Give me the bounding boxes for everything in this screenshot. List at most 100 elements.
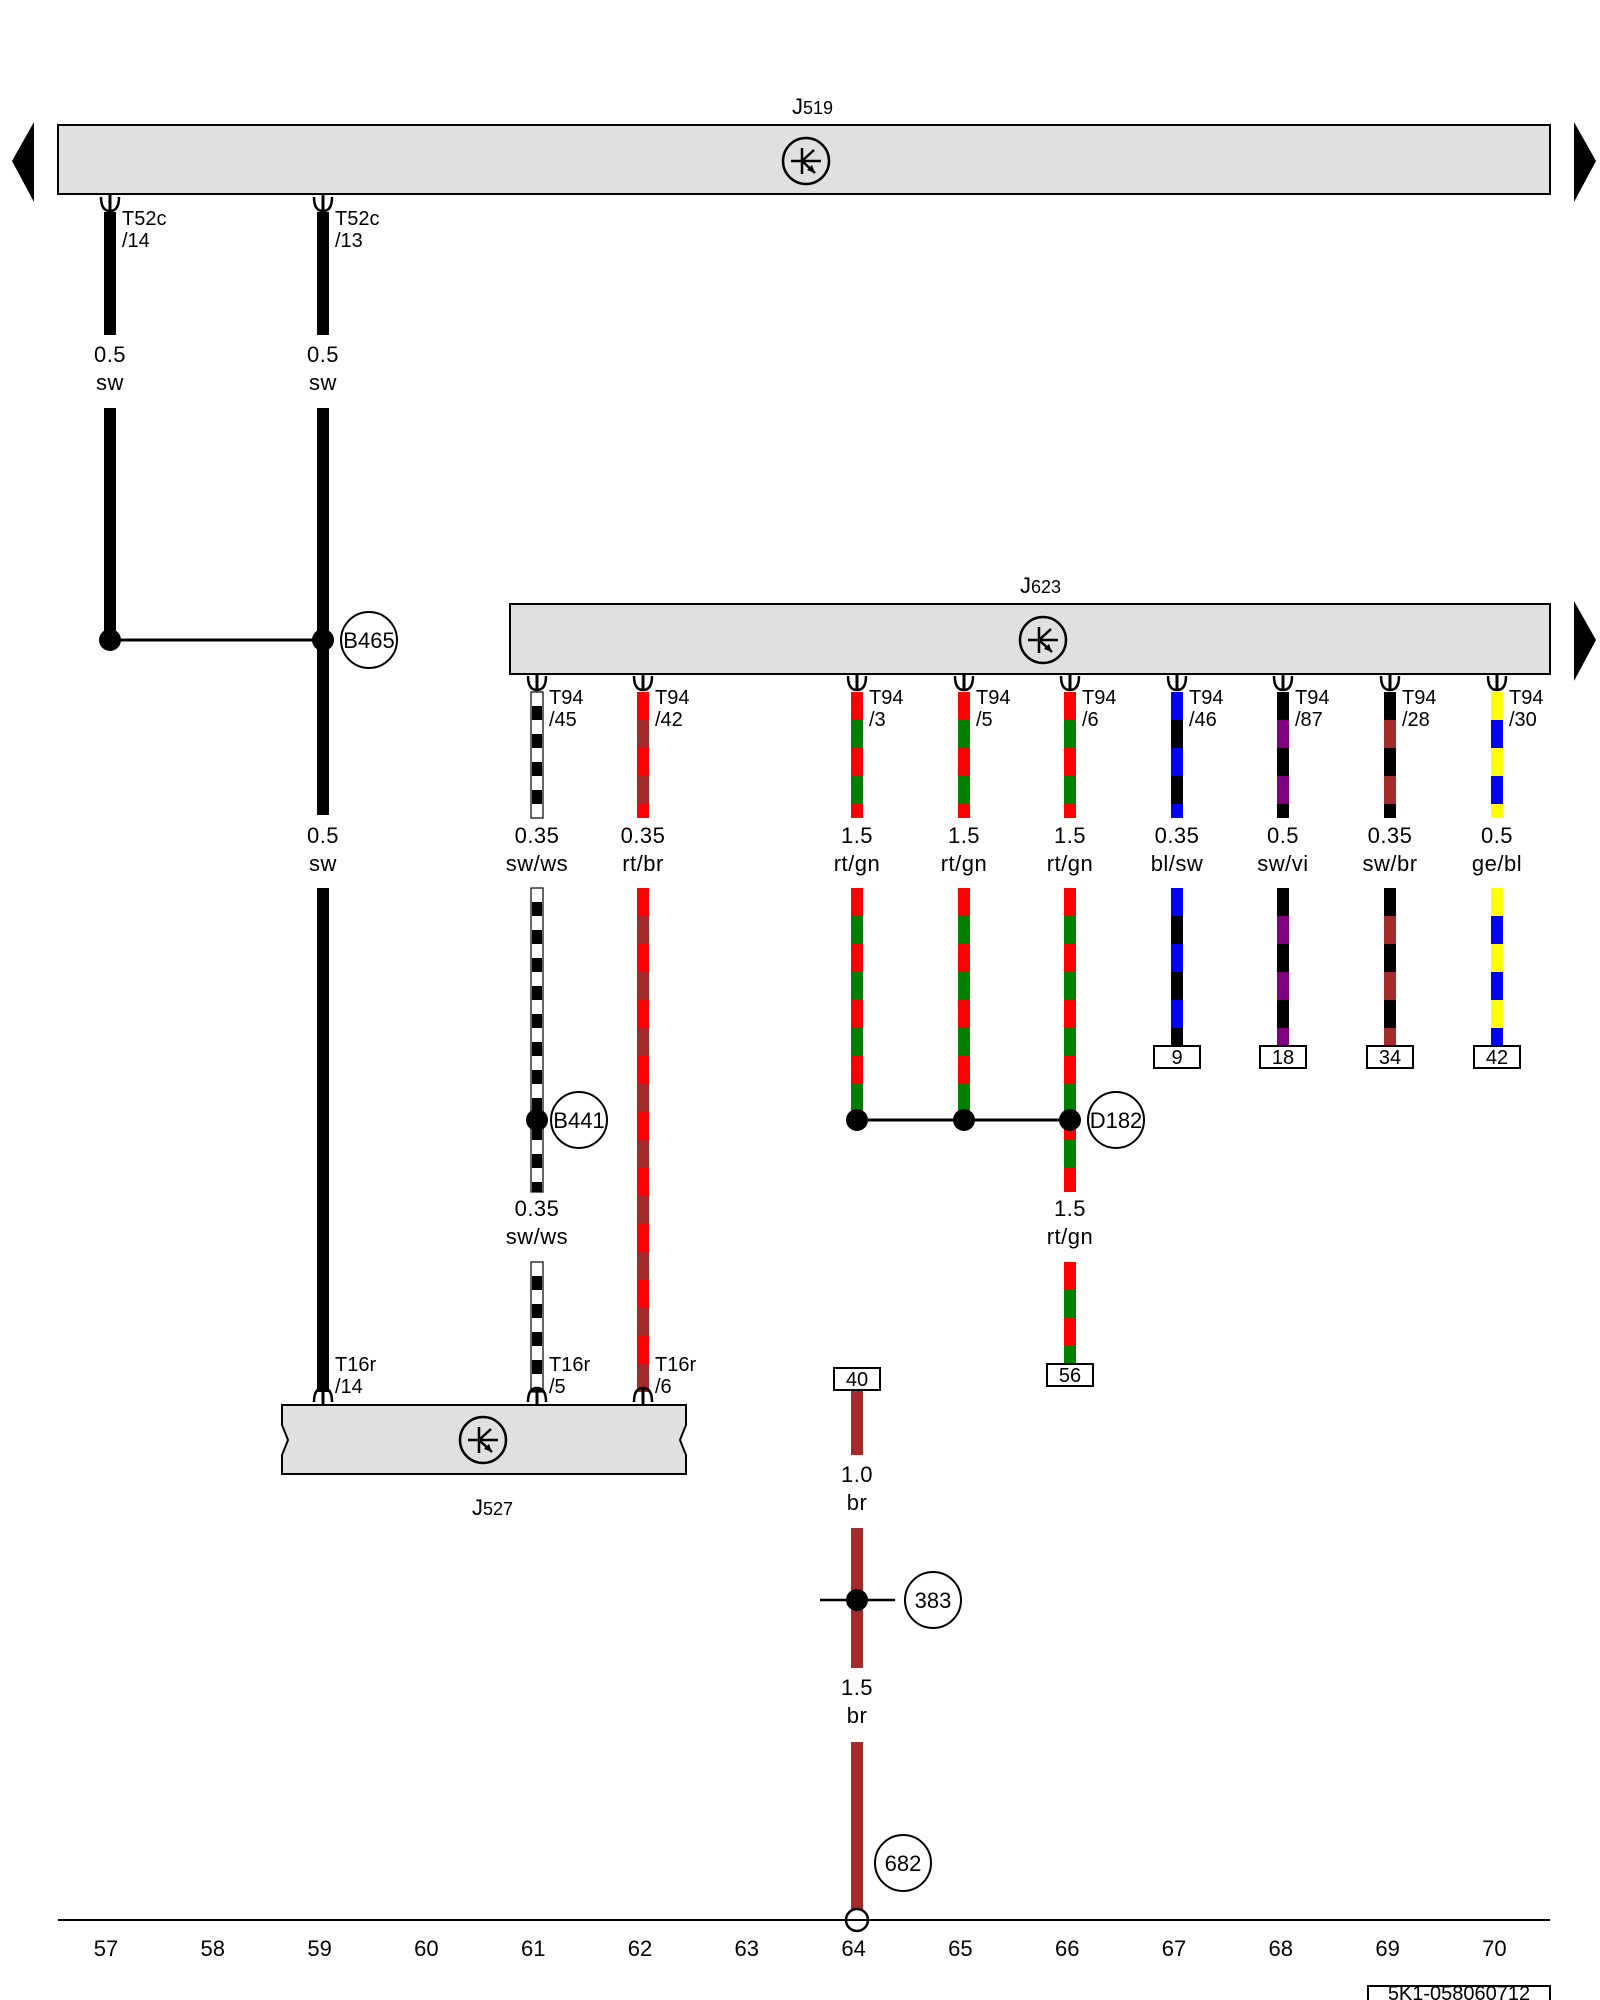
wire-segment xyxy=(317,888,329,1392)
column-number: 67 xyxy=(1162,1936,1186,1961)
wire-segment xyxy=(1171,692,1183,818)
continuation-box-56[interactable]: 56 xyxy=(1046,1363,1094,1387)
wire-segment xyxy=(1064,1262,1076,1364)
module-j623-label: J623 xyxy=(1020,573,1061,598)
module-j623[interactable]: J623 xyxy=(509,573,1551,675)
connector-label: T94/87 xyxy=(1295,687,1329,731)
wire-segment xyxy=(530,887,544,1193)
plug-icon xyxy=(99,193,121,213)
wire-segment xyxy=(317,408,329,815)
wire-segment xyxy=(104,212,116,335)
connector-label: T94/6 xyxy=(1082,687,1116,731)
junction-label: B441 xyxy=(553,1108,604,1133)
footer-code-box: 5K1-058060712 xyxy=(1367,1983,1551,2000)
plug-icon xyxy=(953,672,975,692)
continuation-box-34[interactable]: 34 xyxy=(1366,1045,1414,1069)
wire-segment xyxy=(958,888,970,1120)
wire-segment xyxy=(104,408,116,640)
connector-label: T94/3 xyxy=(869,687,903,731)
continuation-box-40[interactable]: 40 xyxy=(833,1367,881,1391)
connector-label: T16r/5 xyxy=(549,1354,590,1398)
wire-segment xyxy=(1064,888,1076,1192)
plug-icon xyxy=(1379,672,1401,692)
continuation-boxes: 9 18 34 42 56 40 xyxy=(833,1045,1521,1391)
connector-label: T52c/14 xyxy=(122,208,166,252)
column-number: 65 xyxy=(948,1936,972,1961)
column-number: 62 xyxy=(628,1936,652,1961)
column-number: 66 xyxy=(1055,1936,1079,1961)
module-j527[interactable]: J527 xyxy=(281,1404,687,1520)
connector-labels: T52c/14 T52c/13 T94/45 T94/42 T94/3 T94/… xyxy=(122,208,1543,1398)
plug-icon xyxy=(632,1386,654,1406)
module-j527-label: J527 xyxy=(472,1495,513,1520)
plug-icon xyxy=(1059,672,1081,692)
wire-segment xyxy=(1277,888,1289,1046)
plug-icon xyxy=(1166,672,1188,692)
continuation-label: 56 xyxy=(1059,1365,1081,1387)
continuation-box-42[interactable]: 42 xyxy=(1473,1045,1521,1069)
splice-dot xyxy=(846,1589,868,1611)
continuation-box-9[interactable]: 9 xyxy=(1153,1045,1201,1069)
wire-segment xyxy=(1384,692,1396,818)
column-number: 60 xyxy=(414,1936,438,1961)
wire-segment xyxy=(1171,888,1183,1046)
footer-code: 5K1-058060712 xyxy=(1388,1983,1530,2000)
plug-icon xyxy=(846,672,868,692)
splice-dot xyxy=(312,629,334,651)
splice-dot xyxy=(526,1109,548,1131)
wire-segment xyxy=(1277,692,1289,818)
splice-dot xyxy=(953,1109,975,1131)
wire-segment xyxy=(317,212,329,335)
plug-icon xyxy=(632,672,654,692)
junction-383[interactable]: 383 xyxy=(904,1571,962,1629)
wire-segment xyxy=(851,1390,863,1455)
plug-icon xyxy=(312,193,334,213)
splice-dot xyxy=(846,1109,868,1131)
continuation-box-18[interactable]: 18 xyxy=(1259,1045,1307,1069)
junction-b465[interactable]: B465 xyxy=(340,611,398,669)
junction-label: B465 xyxy=(343,628,394,653)
wire-segment xyxy=(637,692,649,818)
continuation-label: 40 xyxy=(846,1369,868,1391)
continuation-label: 42 xyxy=(1486,1047,1508,1069)
junction-682[interactable]: 682 xyxy=(874,1834,932,1892)
column-number: 57 xyxy=(94,1936,118,1961)
junction-d182[interactable]: D182 xyxy=(1087,1091,1145,1149)
wires-layer xyxy=(104,212,1503,1909)
junction-label: D182 xyxy=(1090,1108,1143,1133)
junction-b441[interactable]: B441 xyxy=(550,1091,608,1149)
junction-label: 383 xyxy=(915,1588,952,1613)
module-j519[interactable]: J519 xyxy=(57,94,1551,195)
connector-label: T94/5 xyxy=(976,687,1010,731)
connector-label: T94/30 xyxy=(1509,687,1543,731)
column-number: 70 xyxy=(1482,1936,1506,1961)
column-number: 61 xyxy=(521,1936,545,1961)
wire-segment xyxy=(1491,888,1503,1046)
wire-segment xyxy=(1491,692,1503,818)
splice-dot xyxy=(99,629,121,651)
arrow-left-icon xyxy=(12,122,34,202)
plug-icon xyxy=(1486,672,1508,692)
connector-label: T94/28 xyxy=(1402,687,1436,731)
plug-icon xyxy=(312,1386,334,1406)
arrow-right-icon xyxy=(1574,122,1596,202)
arrow-right-icon xyxy=(1574,601,1596,681)
wire-segment xyxy=(851,1742,863,1909)
continuation-label: 18 xyxy=(1272,1047,1294,1069)
splice-dot xyxy=(1059,1109,1081,1131)
wire-segment xyxy=(851,692,863,818)
